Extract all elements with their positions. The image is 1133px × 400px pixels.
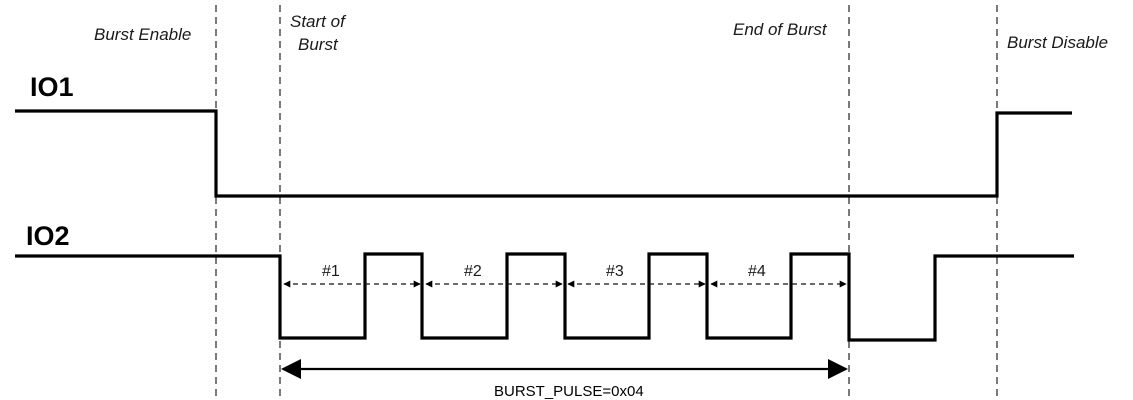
pulse-label-4: #4 — [748, 263, 766, 280]
burst-enable-label: Burst Enable — [94, 25, 191, 44]
start-of-burst-label-line1: Start of — [290, 12, 347, 31]
start-of-burst-label-line2: Burst — [298, 35, 339, 54]
burst-disable-label: Burst Disable — [1007, 33, 1108, 52]
pulse-label-3: #3 — [606, 263, 624, 280]
end-of-burst-label: End of Burst — [733, 20, 828, 39]
io1-signal-name: IO1 — [30, 72, 74, 102]
io2-signal-name: IO2 — [26, 221, 70, 251]
io1-waveform — [15, 109, 1072, 198]
pulse-label-2: #2 — [464, 263, 482, 280]
burst-span-label: BURST_PULSE=0x04 — [494, 383, 644, 400]
pulse-label-1: #1 — [322, 263, 340, 280]
io2-waveform — [15, 252, 1074, 342]
